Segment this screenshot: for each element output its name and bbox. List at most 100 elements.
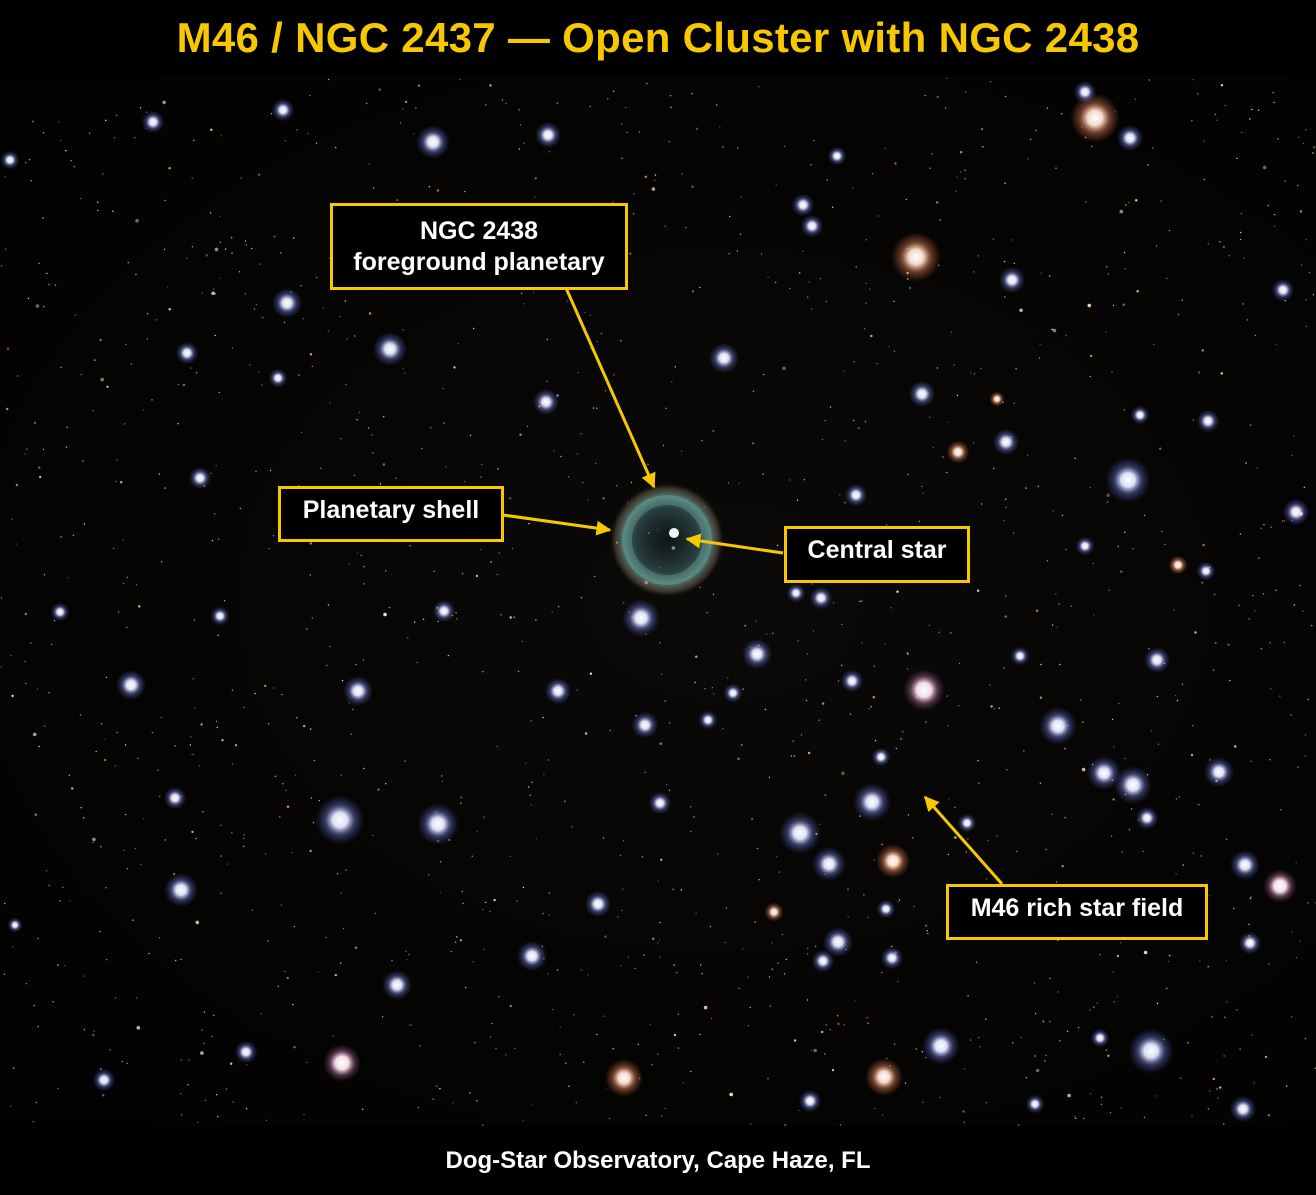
faint-star [1220, 372, 1224, 375]
faint-star [1300, 264, 1303, 266]
faint-star [164, 199, 166, 202]
faint-star [710, 1017, 713, 1020]
faint-star [1182, 864, 1184, 866]
faint-star [1238, 604, 1240, 606]
faint-star [167, 286, 169, 288]
faint-star [28, 158, 31, 161]
faint-star [803, 479, 806, 481]
faint-star [885, 524, 888, 526]
faint-star [1275, 343, 1278, 346]
faint-star [112, 547, 115, 550]
faint-star [1200, 855, 1202, 857]
faint-star [317, 971, 320, 973]
faint-star [413, 133, 415, 135]
faint-star [771, 942, 773, 944]
faint-star [1222, 245, 1226, 249]
faint-star [126, 1062, 128, 1065]
faint-star [334, 973, 337, 977]
faint-star [876, 363, 878, 365]
bright-star [323, 1044, 361, 1082]
faint-star [1209, 1090, 1211, 1092]
faint-star [1248, 618, 1251, 620]
faint-star [1049, 977, 1051, 979]
faint-star [205, 254, 208, 257]
faint-star [469, 434, 472, 437]
faint-star [251, 247, 253, 250]
faint-star [1061, 113, 1063, 115]
faint-star [896, 590, 899, 593]
faint-star [1081, 767, 1086, 772]
faint-star [1198, 803, 1200, 806]
faint-star [234, 744, 238, 747]
faint-star [265, 1119, 268, 1122]
faint-star [695, 127, 699, 130]
faint-star [204, 1099, 207, 1102]
faint-star [202, 811, 204, 813]
faint-star [1192, 852, 1195, 854]
faint-star [100, 846, 102, 848]
bright-star [992, 428, 1020, 456]
faint-star [716, 853, 719, 855]
faint-star [462, 573, 464, 575]
faint-star [191, 753, 193, 756]
faint-star [1190, 753, 1194, 757]
faint-star [1282, 520, 1284, 522]
faint-star [964, 169, 966, 171]
faint-star [106, 385, 109, 388]
faint-star [979, 1046, 981, 1048]
planetary-ring [622, 495, 712, 585]
faint-star [1303, 486, 1306, 489]
faint-star [867, 1022, 869, 1024]
faint-star [459, 939, 463, 942]
faint-star [1253, 1082, 1255, 1084]
faint-star [905, 198, 907, 201]
faint-star [45, 870, 48, 872]
faint-star [1270, 688, 1272, 690]
faint-star [193, 139, 195, 141]
faint-star [737, 757, 740, 760]
faint-star [300, 431, 303, 434]
bright-star [1039, 707, 1077, 745]
faint-star [866, 1017, 868, 1019]
faint-star [1052, 510, 1055, 512]
faint-star [1252, 594, 1254, 597]
faint-star [306, 1061, 308, 1064]
faint-star [447, 654, 450, 657]
bright-star [1168, 555, 1188, 575]
faint-star [231, 763, 234, 765]
faint-star [136, 1026, 141, 1030]
faint-star [100, 377, 104, 382]
faint-star [831, 1068, 835, 1072]
planetary-nebula-shell [609, 482, 725, 598]
faint-star [416, 661, 418, 664]
faint-star [1035, 1068, 1040, 1073]
faint-star [65, 149, 67, 152]
faint-star [807, 296, 809, 298]
faint-star [531, 781, 533, 783]
faint-star [841, 623, 843, 626]
faint-star [293, 925, 296, 928]
faint-star [1033, 982, 1036, 984]
faint-star [244, 240, 247, 242]
faint-star [936, 367, 939, 369]
faint-star [784, 145, 786, 148]
faint-star [88, 132, 91, 134]
faint-star [231, 252, 233, 254]
faint-star [192, 753, 195, 756]
faint-star [483, 948, 485, 951]
faint-star [79, 714, 82, 716]
faint-star [174, 745, 176, 747]
bright-star [544, 677, 572, 705]
faint-star [709, 926, 712, 928]
faint-star [58, 121, 60, 123]
faint-star [582, 482, 584, 484]
faint-star [771, 968, 773, 970]
faint-star [1107, 1054, 1110, 1058]
faint-star [345, 869, 347, 871]
faint-star [580, 969, 583, 971]
faint-star [1208, 895, 1211, 897]
faint-star [34, 813, 37, 816]
faint-star [310, 728, 312, 730]
faint-star [64, 965, 66, 967]
faint-star [1110, 835, 1113, 837]
